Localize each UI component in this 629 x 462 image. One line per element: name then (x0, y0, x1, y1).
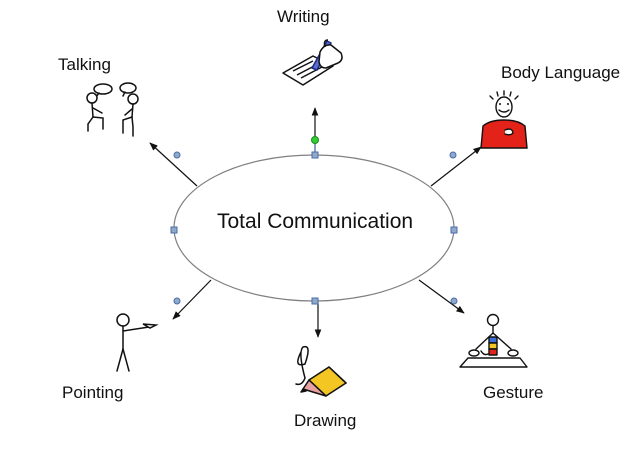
connector-pointing (172, 279, 212, 320)
writing-hand-icon (282, 39, 343, 86)
selection-handles (170, 136, 458, 305)
smiling-person-icon (480, 90, 528, 149)
label-writing: Writing (277, 7, 330, 26)
pencil-drawing-icon (295, 345, 347, 397)
resize-handle-top[interactable] (311, 151, 319, 159)
connector-handle-talking[interactable] (173, 151, 181, 159)
connector-handle-pointing[interactable] (173, 297, 181, 305)
connector-body-language (430, 146, 482, 187)
resize-handle-bottom[interactable] (311, 297, 319, 305)
person-at-table-icon (459, 313, 528, 368)
label-body-language: Body Language (501, 63, 621, 82)
resize-handle-right[interactable] (450, 226, 458, 234)
label-drawing: Drawing (294, 411, 357, 430)
connector-handle-gesture[interactable] (450, 297, 458, 305)
connector-gesture (418, 279, 465, 314)
pointing-person-icon (116, 313, 159, 372)
two-people-talking-icon (86, 82, 139, 137)
center-label: Total Communication (217, 210, 414, 233)
resize-handle-left[interactable] (170, 226, 178, 234)
connector-handle-body-language[interactable] (449, 151, 457, 159)
connectors (149, 107, 482, 338)
label-gesture: Gesture (483, 383, 544, 402)
connector-talking (149, 142, 198, 187)
label-pointing: Pointing (62, 383, 124, 402)
label-talking: Talking (58, 55, 111, 74)
rotate-handle[interactable] (311, 136, 319, 144)
